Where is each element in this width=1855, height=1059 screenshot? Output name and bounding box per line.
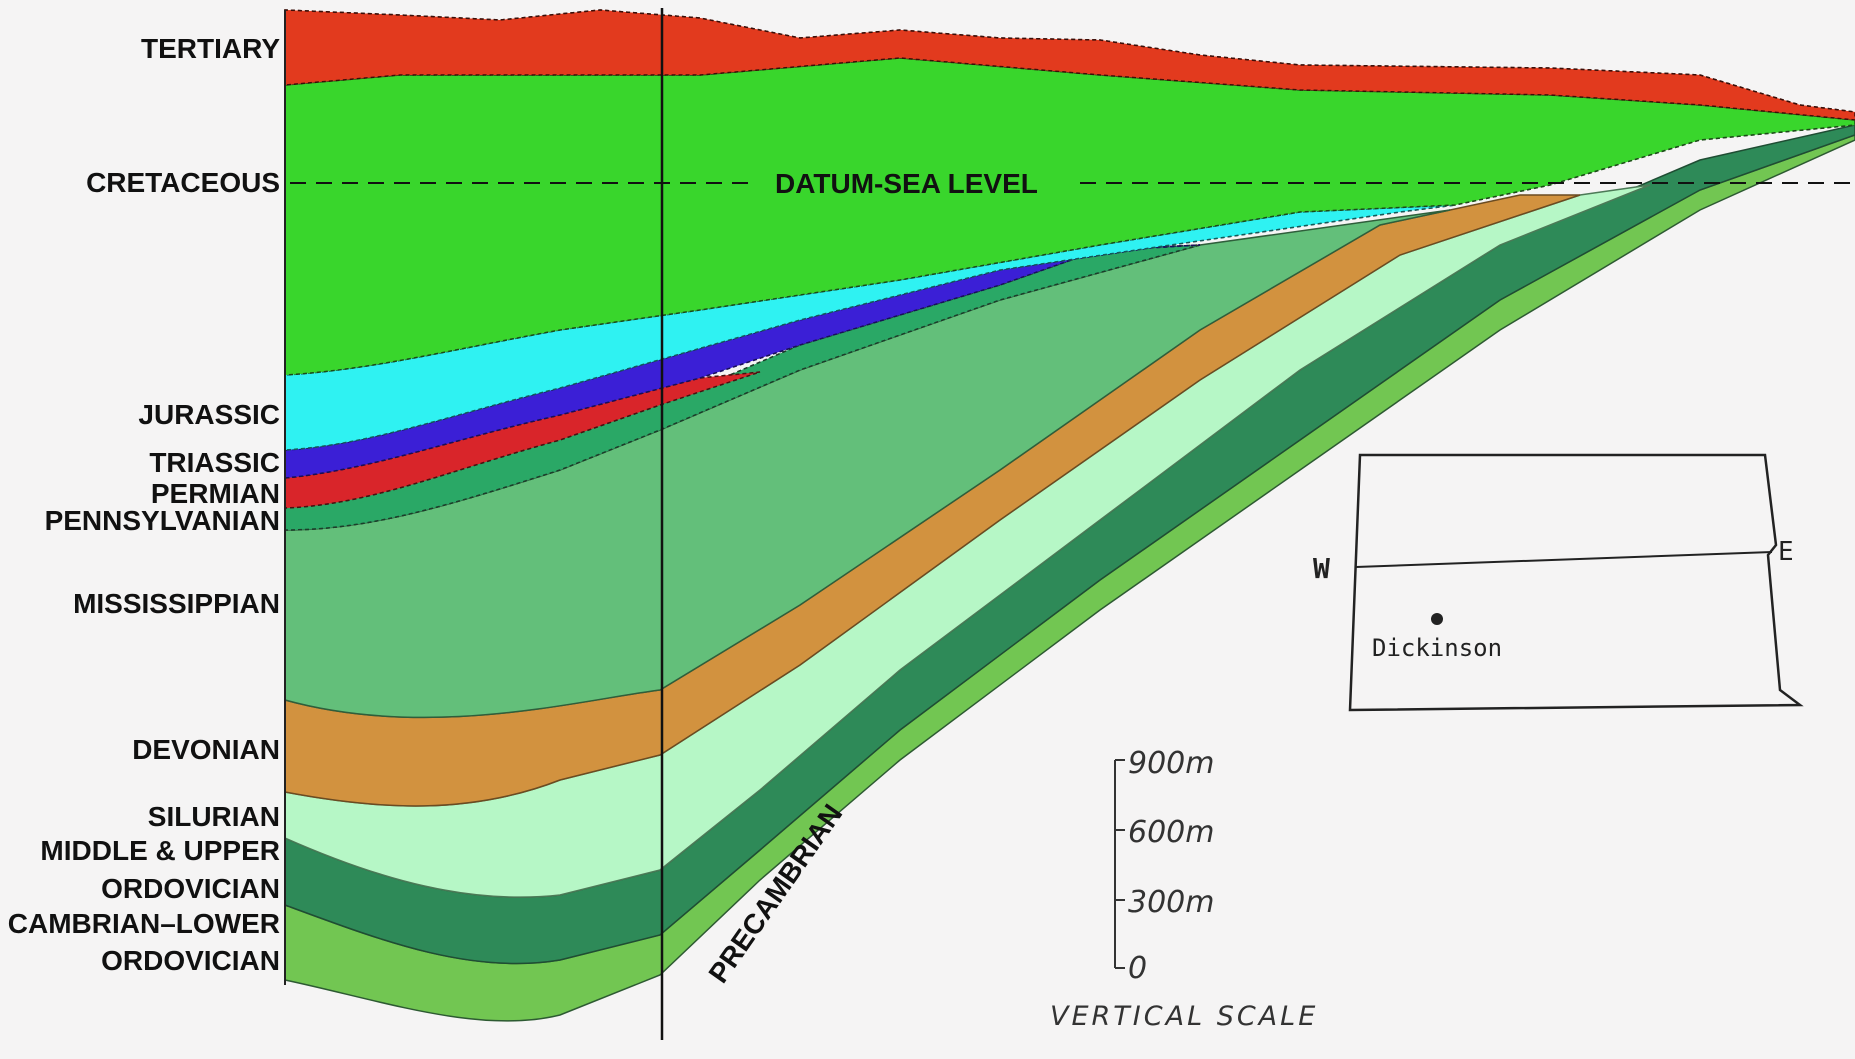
period-labels: TERTIARY CRETACEOUS JURASSIC TRIASSIC PE… xyxy=(8,33,281,976)
label-mississippian: MISSISSIPPIAN xyxy=(73,588,280,619)
label-cretaceous: CRETACEOUS xyxy=(86,167,280,198)
label-ordovician-2: ORDOVICIAN xyxy=(101,945,280,976)
datum-label: DATUM-SEA LEVEL xyxy=(775,168,1038,199)
inset-section-line xyxy=(1355,551,1773,568)
label-tertiary: TERTIARY xyxy=(141,33,280,64)
label-jurassic: JURASSIC xyxy=(138,399,280,430)
label-pennsylvanian: PENNSYLVANIAN xyxy=(45,505,280,536)
scale-label-0: 0 xyxy=(1128,951,1147,986)
dickinson-point-icon xyxy=(1431,613,1443,625)
label-middle-upper: MIDDLE & UPPER xyxy=(40,835,280,866)
label-cambrian-lower: CAMBRIAN–LOWER xyxy=(8,908,280,939)
label-ordovician-1: ORDOVICIAN xyxy=(101,873,280,904)
label-silurian: SILURIAN xyxy=(148,801,280,832)
scale-label-300: 300m xyxy=(1128,885,1214,920)
inset-map: W E Dickinson xyxy=(1313,453,1804,712)
inset-city-label: Dickinson xyxy=(1372,634,1502,662)
inset-map-outline xyxy=(1348,453,1804,712)
vertical-scale: 900m 600m 300m 0 VERTICAL SCALE xyxy=(1050,746,1318,1032)
inset-west-label: W xyxy=(1313,552,1330,585)
scale-title: VERTICAL SCALE xyxy=(1050,1001,1318,1032)
inset-east-label: E xyxy=(1778,537,1794,567)
label-permian: PERMIAN xyxy=(151,478,280,509)
label-triassic: TRIASSIC xyxy=(149,447,280,478)
label-devonian: DEVONIAN xyxy=(132,734,280,765)
scale-label-900: 900m xyxy=(1128,746,1214,781)
scale-label-600: 600m xyxy=(1128,815,1214,850)
